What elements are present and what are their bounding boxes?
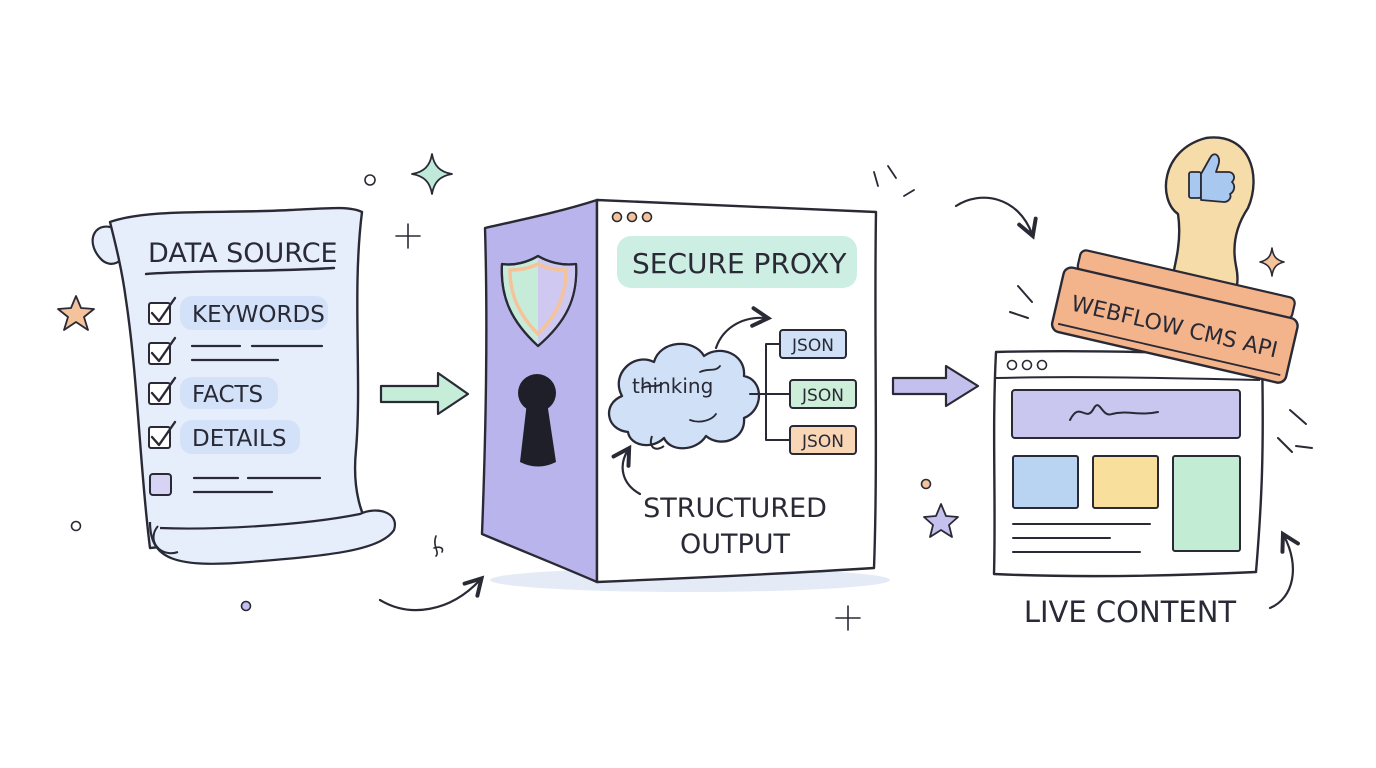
cloud-icon — [607, 342, 760, 450]
item-label: KEYWORDS — [192, 302, 325, 328]
proxy-title-bg — [617, 236, 857, 288]
check-icon — [148, 376, 177, 405]
json-box — [779, 329, 847, 359]
sparkle-icon — [395, 223, 421, 249]
sparkle-icon — [1259, 247, 1285, 277]
item-label: DETAILS — [192, 426, 286, 452]
item-scribble — [192, 476, 322, 494]
flow-arrow — [714, 306, 773, 350]
check-icon — [148, 336, 177, 365]
flow-arrow — [891, 364, 980, 408]
flow-arrow — [1268, 530, 1300, 610]
webflow-stamp: WEBFLOW CMS API — [1009, 136, 1313, 453]
live-content-label: LIVE CONTENT — [1024, 595, 1237, 629]
json-label: JSON — [791, 336, 834, 356]
item-highlight — [180, 296, 328, 330]
flow-arrow — [954, 196, 1038, 240]
item-highlight — [180, 377, 278, 409]
star-icon — [57, 295, 95, 331]
check-icon — [148, 420, 177, 449]
json-label: JSON — [801, 386, 844, 406]
json-label: JSON — [801, 432, 844, 452]
flow-arrow — [378, 575, 485, 612]
content-card — [1092, 455, 1159, 509]
checkbox-empty — [149, 473, 172, 496]
browser-header-banner — [1011, 389, 1241, 439]
sparkle-icon — [411, 153, 453, 195]
content-lines — [1012, 523, 1151, 553]
item-scribble — [190, 344, 324, 362]
data-source-scroll: DATA SOURCE KEYWORDS FACTS DETAILS — [91, 206, 397, 565]
content-card — [1172, 455, 1241, 552]
structured-output-line1: STRUCTURED — [643, 493, 827, 524]
json-tree-connector — [749, 343, 791, 441]
content-card — [1012, 455, 1079, 509]
sparkle-icon — [835, 605, 861, 631]
shield-icon — [500, 254, 578, 348]
structured-output-line2: OUTPUT — [680, 529, 791, 560]
item-highlight — [180, 420, 300, 454]
thinking-label: thinking — [632, 374, 713, 398]
proxy-title: SECURE PROXY — [632, 247, 847, 280]
check-icon — [148, 296, 177, 325]
keyhole-icon — [518, 374, 556, 467]
flow-arrow — [379, 371, 470, 416]
json-box — [789, 379, 857, 409]
thumbs-up-icon — [1188, 153, 1236, 203]
flow-arrow — [611, 444, 642, 496]
star-icon — [923, 503, 959, 538]
secure-proxy-box: SECURE PROXY thinking JSON JSON JSON STR… — [480, 198, 890, 592]
live-content-browser: LIVE CONTENT — [992, 350, 1264, 629]
json-box — [789, 425, 857, 455]
data-source-title: DATA SOURCE — [148, 238, 338, 269]
item-label: FACTS — [192, 382, 263, 408]
